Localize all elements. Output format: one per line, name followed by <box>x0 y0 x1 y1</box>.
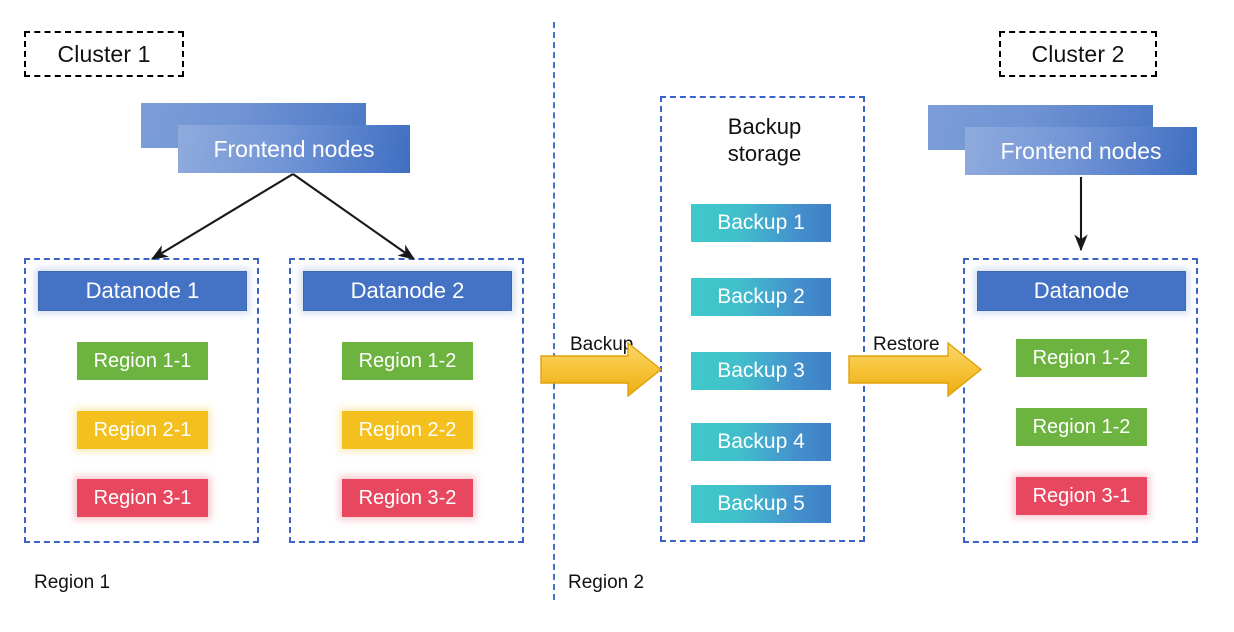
frontend-nodes-front-sheet: Frontend nodes <box>178 125 410 173</box>
footer-region-1-label: Region 1 <box>34 572 111 593</box>
cluster-2-frontend-label: Frontend nodes <box>1000 137 1162 164</box>
arrow-frontend-to-datanode-1 <box>150 173 294 260</box>
backup-item-0[interactable]: Backup 1 <box>691 204 831 242</box>
arrow-frontend-to-datanode-2 <box>292 173 416 260</box>
backup-storage-title: Backup storage <box>662 113 867 167</box>
datanode-1-region-0-label: Region 1-1 <box>93 349 192 372</box>
datanode-2-region-1-label: Region 2-2 <box>358 418 457 441</box>
datanode-1-container[interactable]: Datanode 1 Region 1-1 Region 2-1 Region … <box>24 258 259 543</box>
backup-storage-title-line-1: Backup <box>727 114 802 139</box>
cluster-2-datanode-region-0[interactable]: Region 1-2 <box>1016 339 1147 377</box>
cluster-1-title-box: Cluster 1 <box>24 31 184 77</box>
backup-storage-container[interactable]: Backup storage Backup 1 Backup 2 Backup … <box>660 96 865 542</box>
cluster-2-datanode-title: Datanode <box>1033 278 1130 303</box>
cluster-2-title-box: Cluster 2 <box>999 31 1157 77</box>
cluster-2-datanode-region-2[interactable]: Region 3-1 <box>1016 477 1147 515</box>
cluster-2-datanode-region-1[interactable]: Region 1-2 <box>1016 408 1147 446</box>
datanode-1-region-0[interactable]: Region 1-1 <box>77 342 208 380</box>
backup-flow-label: Backup <box>570 334 634 355</box>
datanode-1-region-2-label: Region 3-1 <box>93 486 192 509</box>
backup-item-2[interactable]: Backup 3 <box>691 352 831 390</box>
datanode-1-header[interactable]: Datanode 1 <box>38 271 247 311</box>
cluster-2-datanode-region-1-label: Region 1-2 <box>1032 415 1131 438</box>
datanode-2-region-1[interactable]: Region 2-2 <box>342 411 473 449</box>
cluster-2-datanode-container[interactable]: Datanode Region 1-2 Region 1-2 Region 3-… <box>963 258 1198 543</box>
frontend-nodes-front-sheet-2: Frontend nodes <box>965 127 1197 175</box>
datanode-1-region-1[interactable]: Region 2-1 <box>77 411 208 449</box>
backup-item-1[interactable]: Backup 2 <box>691 278 831 316</box>
datanode-1-title: Datanode 1 <box>85 278 200 303</box>
cluster-1-frontend-label: Frontend nodes <box>213 135 375 162</box>
cluster-1-title-label: Cluster 1 <box>57 40 151 67</box>
cluster-2-title-label: Cluster 2 <box>1031 40 1125 67</box>
restore-flow-label: Restore <box>873 334 940 355</box>
region-divider-line <box>553 22 555 600</box>
datanode-2-container[interactable]: Datanode 2 Region 1-2 Region 2-2 Region … <box>289 258 524 543</box>
backup-item-3-label: Backup 4 <box>717 430 805 453</box>
datanode-2-region-0[interactable]: Region 1-2 <box>342 342 473 380</box>
cluster-1-frontend-nodes[interactable]: Frontend nodes <box>141 103 411 175</box>
backup-storage-title-line-2: storage <box>727 141 802 166</box>
backup-item-1-label: Backup 2 <box>717 285 805 308</box>
backup-item-4-label: Backup 5 <box>717 492 805 515</box>
cluster-2-datanode-header[interactable]: Datanode <box>977 271 1186 311</box>
backup-item-2-label: Backup 3 <box>717 359 805 382</box>
datanode-2-region-0-label: Region 1-2 <box>358 349 457 372</box>
backup-item-4[interactable]: Backup 5 <box>691 485 831 523</box>
cluster-2-frontend-nodes[interactable]: Frontend nodes <box>928 105 1198 177</box>
datanode-2-header[interactable]: Datanode 2 <box>303 271 512 311</box>
datanode-2-title: Datanode 2 <box>350 278 465 303</box>
cluster-2-datanode-region-0-label: Region 1-2 <box>1032 346 1131 369</box>
backup-item-3[interactable]: Backup 4 <box>691 423 831 461</box>
datanode-1-region-1-label: Region 2-1 <box>93 418 192 441</box>
footer-region-2-label: Region 2 <box>568 572 645 593</box>
backup-item-0-label: Backup 1 <box>717 211 805 234</box>
datanode-2-region-2-label: Region 3-2 <box>358 486 457 509</box>
datanode-1-region-2[interactable]: Region 3-1 <box>77 479 208 517</box>
datanode-2-region-2[interactable]: Region 3-2 <box>342 479 473 517</box>
cluster-2-datanode-region-2-label: Region 3-1 <box>1032 484 1131 507</box>
